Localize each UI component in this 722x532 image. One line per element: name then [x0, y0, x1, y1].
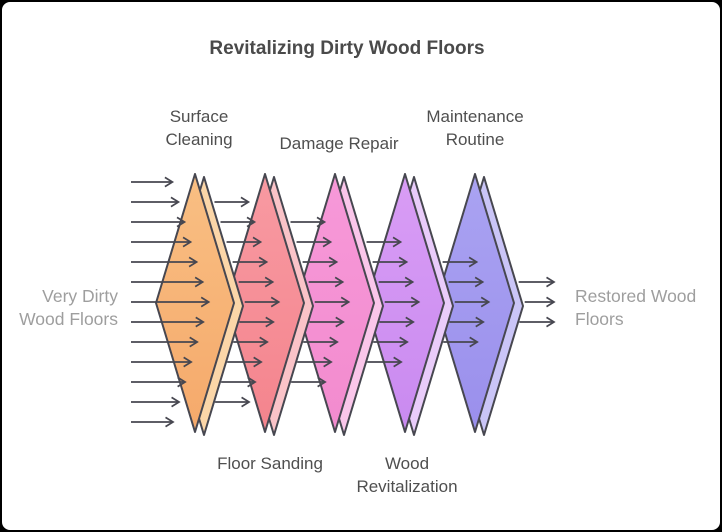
arrowhead-icon [546, 316, 556, 328]
output-label-line2: Floors [575, 309, 624, 329]
stage-diamond-0 [155, 173, 244, 436]
diamond-face [295, 173, 375, 433]
arrowhead-icon [170, 196, 181, 208]
arrowhead-icon [410, 296, 421, 308]
arrowhead-icon [335, 316, 345, 328]
arrowhead-icon [474, 276, 485, 288]
arrowhead-icon [252, 236, 263, 248]
arrowhead-icon [322, 236, 333, 248]
diamond-face [365, 173, 445, 433]
output-label-line1: Restored Wood [575, 286, 697, 306]
stage-label-wood-revitalization: Wood Revitalization [356, 454, 458, 496]
stage-label-maintenance-routine: Maintenance Routine [426, 107, 524, 149]
arrowhead-icon [328, 256, 339, 268]
diamond-face [225, 173, 305, 433]
arrowhead-icon [404, 276, 415, 288]
arrowhead-icon [176, 216, 187, 228]
arrowhead-icon [334, 276, 345, 288]
arrowhead-icon [405, 316, 415, 328]
arrow-group-stage-1 [214, 196, 281, 408]
arrowhead-icon [392, 236, 403, 248]
arrowhead-icon [165, 416, 175, 428]
arrowhead-icon [468, 256, 479, 268]
arrowhead-icon [194, 276, 205, 288]
arrowhead-icon [480, 296, 491, 308]
stage-diamond-4 [435, 173, 524, 436]
output-label: Restored Wood Floors [575, 285, 696, 331]
arrowhead-icon [399, 336, 409, 348]
arrowhead-icon [317, 376, 327, 388]
arrowhead-icon [171, 396, 181, 408]
arrowhead-icon [259, 336, 269, 348]
arrowhead-icon [264, 276, 275, 288]
diamond-face [435, 173, 515, 433]
input-label-line1: Very Dirty [42, 286, 118, 306]
arrowhead-icon [189, 336, 199, 348]
arrow-group-stage-4 [442, 256, 491, 348]
arrow-group-stage-3 [366, 236, 421, 368]
arrow-group-stage-0 [131, 176, 211, 428]
arrowhead-icon [329, 336, 339, 348]
arrowhead-icon [475, 316, 485, 328]
arrowhead-icon [316, 216, 327, 228]
arrowhead-icon [164, 176, 175, 188]
arrow-group-stage-2 [290, 216, 351, 388]
arrowhead-icon [188, 256, 199, 268]
arrowhead-icon [265, 316, 275, 328]
arrowhead-icon [323, 356, 333, 368]
arrowhead-icon [270, 296, 281, 308]
arrowhead-icon [247, 376, 257, 388]
arrowhead-icon [398, 256, 409, 268]
arrowhead-icon [393, 356, 403, 368]
arrowhead-icon [253, 356, 263, 368]
arrowhead-icon [546, 276, 556, 288]
input-label-line2: Wood Floors [19, 309, 118, 329]
diagram-title: Revitalizing Dirty Wood Floors [209, 38, 485, 59]
arrowhead-icon [340, 296, 351, 308]
arrowhead-icon [241, 396, 251, 408]
arrowhead-icon [195, 316, 205, 328]
stage-label-floor-sanding: Floor Sanding [217, 454, 323, 473]
arrowhead-icon [258, 256, 269, 268]
arrowhead-icon [182, 236, 193, 248]
arrowhead-icon [246, 216, 257, 228]
arrowhead-icon [177, 376, 187, 388]
stage-label-damage-repair: Damage Repair [279, 134, 399, 153]
arrowhead-icon [546, 296, 556, 308]
arrowhead-icon [240, 196, 251, 208]
diamond-face [155, 173, 235, 433]
arrowhead-icon [469, 336, 479, 348]
stage-label-surface-cleaning: Surface Cleaning [165, 107, 233, 149]
input-label: Very Dirty Wood Floors [19, 285, 118, 331]
arrowhead-icon [200, 296, 211, 308]
arrowhead-icon [183, 356, 193, 368]
arrow-group-output [518, 276, 556, 328]
